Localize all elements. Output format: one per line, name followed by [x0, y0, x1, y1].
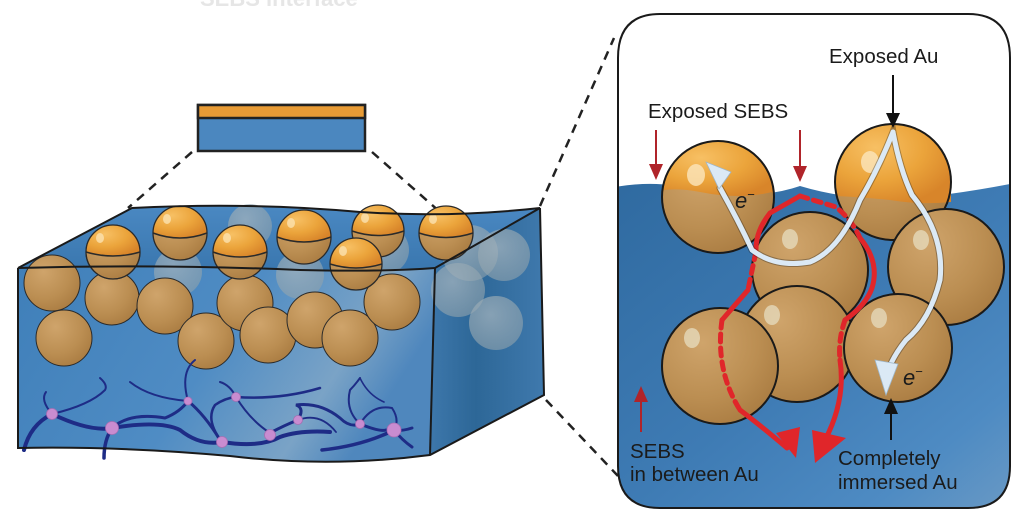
particle-highlights	[684, 229, 929, 348]
ionic-path-solid	[822, 357, 844, 443]
zoom-line-right	[371, 151, 441, 213]
label-sebs-between-line2: in between Au	[630, 463, 759, 486]
crosslinks	[46, 392, 402, 448]
exposed-particle	[85, 224, 141, 280]
electron-path	[717, 129, 944, 381]
electron-path-left	[717, 129, 896, 266]
electron-path-right	[883, 129, 944, 381]
cutoff-title: SEBS interface	[200, 0, 358, 11]
sebs-block	[17, 204, 546, 463]
exposed-particle	[276, 209, 332, 265]
label-exposed-sebs: Exposed SEBS	[648, 100, 788, 123]
au-layer	[196, 103, 367, 120]
ionic-arrowhead	[812, 430, 846, 463]
ionic-arrowhead	[776, 427, 800, 458]
ionic-path-solid	[719, 287, 751, 323]
ionic-path-solid	[842, 235, 877, 323]
ionic-path-solid	[753, 193, 803, 255]
polymer-network	[22, 359, 414, 460]
zoom-panel: e− e− Exposed Au Exposed SEBS SEBS in be…	[617, 13, 1011, 509]
zoom-panel-border	[617, 13, 1011, 509]
electron-arrowhead	[705, 161, 732, 190]
zoom-lines-inset	[127, 151, 441, 213]
pointer-arrows	[634, 75, 900, 440]
zoom-line-upper	[538, 37, 616, 207]
label-exposed-au: Exposed Au	[829, 45, 938, 68]
ionic-path-solid	[737, 407, 790, 451]
block-outline	[17, 204, 546, 463]
exposed-particle	[152, 205, 208, 261]
arrow-exposed-au-head	[886, 113, 900, 128]
ionic-path	[717, 193, 877, 451]
ionic-path-dashed	[717, 317, 743, 413]
zoom-lines-panel	[538, 37, 619, 477]
exposed-particle	[212, 224, 268, 280]
immersed-particles	[23, 254, 421, 370]
ionic-path-dashed	[837, 317, 848, 363]
label-sebs-between-line1: SEBS	[630, 440, 685, 463]
label-immersed-line2: immersed Au	[838, 471, 958, 494]
electron-label-bottom: e−	[903, 364, 923, 390]
arrow-exposed-sebs-right-head	[793, 166, 807, 182]
zoom-line-lower	[545, 399, 619, 477]
bilayer-inset	[196, 103, 367, 153]
arrow-exposed-sebs-left-head	[649, 164, 663, 180]
electron-label-top: e−	[735, 187, 755, 213]
arrow-immersed-head	[884, 398, 898, 414]
electron-arrowhead	[874, 359, 899, 397]
arrow-sebs-between-head	[634, 386, 648, 402]
label-immersed-line1: Completely	[838, 447, 941, 470]
exposed-particle	[329, 237, 383, 291]
zoom-line-left	[127, 151, 193, 209]
